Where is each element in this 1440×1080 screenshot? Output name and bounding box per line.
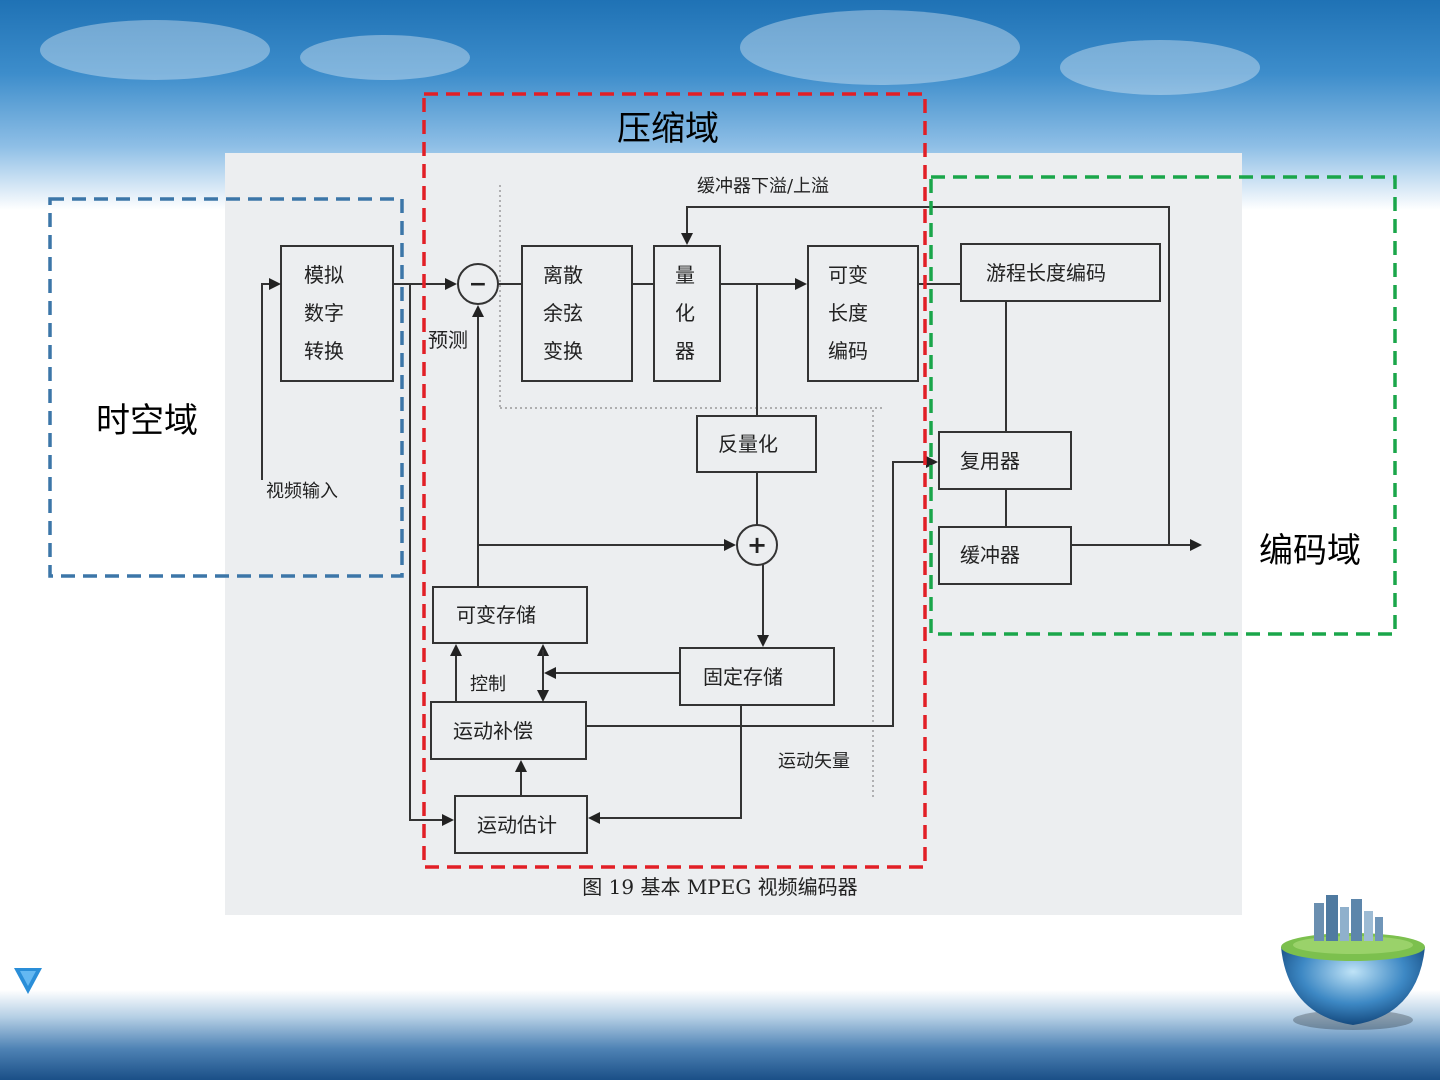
region-label-encoding: 编码域	[1259, 531, 1361, 571]
annotation-control: 控制	[470, 674, 506, 695]
block-vlc-line: 编码	[828, 339, 868, 363]
minus-symbol: −	[469, 272, 487, 297]
block-vlc-line: 长度	[828, 301, 868, 325]
block-buffer-label: 缓冲器	[960, 543, 1020, 567]
region-label-spatiotemporal: 时空域	[96, 401, 198, 441]
block-motion-comp-label: 运动补偿	[453, 719, 533, 743]
region-spatiotemporal-border	[48, 197, 404, 578]
block-dct-line: 余弦	[543, 301, 583, 325]
block-fixed-store	[679, 647, 835, 706]
dotted-separators	[499, 185, 882, 800]
map-continent-shape	[40, 20, 270, 80]
block-vlc	[807, 245, 919, 382]
block-adc-line: 模拟	[304, 263, 344, 287]
block-quantizer	[653, 245, 721, 382]
block-quantizer-line: 化	[675, 301, 695, 325]
block-var-store-label: 可变存储	[456, 603, 536, 627]
block-dequant-label: 反量化	[718, 432, 778, 456]
region-encoding-border	[929, 175, 1397, 636]
block-dct-line: 变换	[543, 339, 583, 363]
block-mux-label: 复用器	[960, 449, 1020, 473]
block-adc-line: 转换	[304, 339, 344, 363]
block-buffer	[938, 526, 1072, 585]
block-adc	[280, 245, 394, 382]
annotation-motion-vector: 运动矢量	[778, 751, 850, 772]
footer-wave-background	[0, 990, 1440, 1080]
region-compressed-border	[422, 92, 927, 869]
block-dct-line: 离散	[543, 263, 583, 287]
block-var-store	[432, 586, 588, 644]
block-motion-est-label: 运动估计	[477, 813, 557, 837]
block-vlc-line: 可变	[828, 263, 868, 287]
block-quantizer-line: 器	[675, 339, 695, 363]
annotation-video-input: 视频输入	[266, 481, 338, 502]
block-rle-label: 游程长度编码	[986, 261, 1106, 285]
region-label-compressed: 压缩域	[617, 109, 719, 149]
map-continent-shape	[1060, 40, 1260, 95]
block-dct	[521, 245, 633, 382]
connection-lines	[261, 206, 1202, 826]
block-rle	[960, 243, 1161, 302]
annotation-buffer-flow: 缓冲器下溢/上溢	[697, 176, 829, 197]
nav-down-arrow-icon[interactable]	[14, 968, 42, 994]
plus-symbol: +	[747, 531, 767, 559]
block-dequant	[696, 415, 817, 473]
block-motion-comp	[430, 701, 587, 760]
annotation-prediction: 预测	[428, 328, 468, 352]
block-vlc-label: 可变 长度 编码	[828, 263, 868, 363]
map-continent-shape	[740, 10, 1020, 85]
block-adc-line: 数字	[304, 301, 344, 325]
globe-city-icon	[1281, 895, 1425, 1030]
block-quantizer-label: 量 化 器	[675, 263, 695, 363]
map-continent-shape	[300, 35, 470, 80]
block-fixed-store-label: 固定存储	[703, 665, 783, 689]
figure-caption: 图 19 基本 MPEG 视频编码器	[582, 875, 857, 899]
block-dct-label: 离散 余弦 变换	[543, 263, 583, 363]
block-quantizer-line: 量	[675, 263, 695, 287]
block-adc-label: 模拟 数字 转换	[304, 263, 344, 363]
block-motion-est	[454, 795, 588, 854]
